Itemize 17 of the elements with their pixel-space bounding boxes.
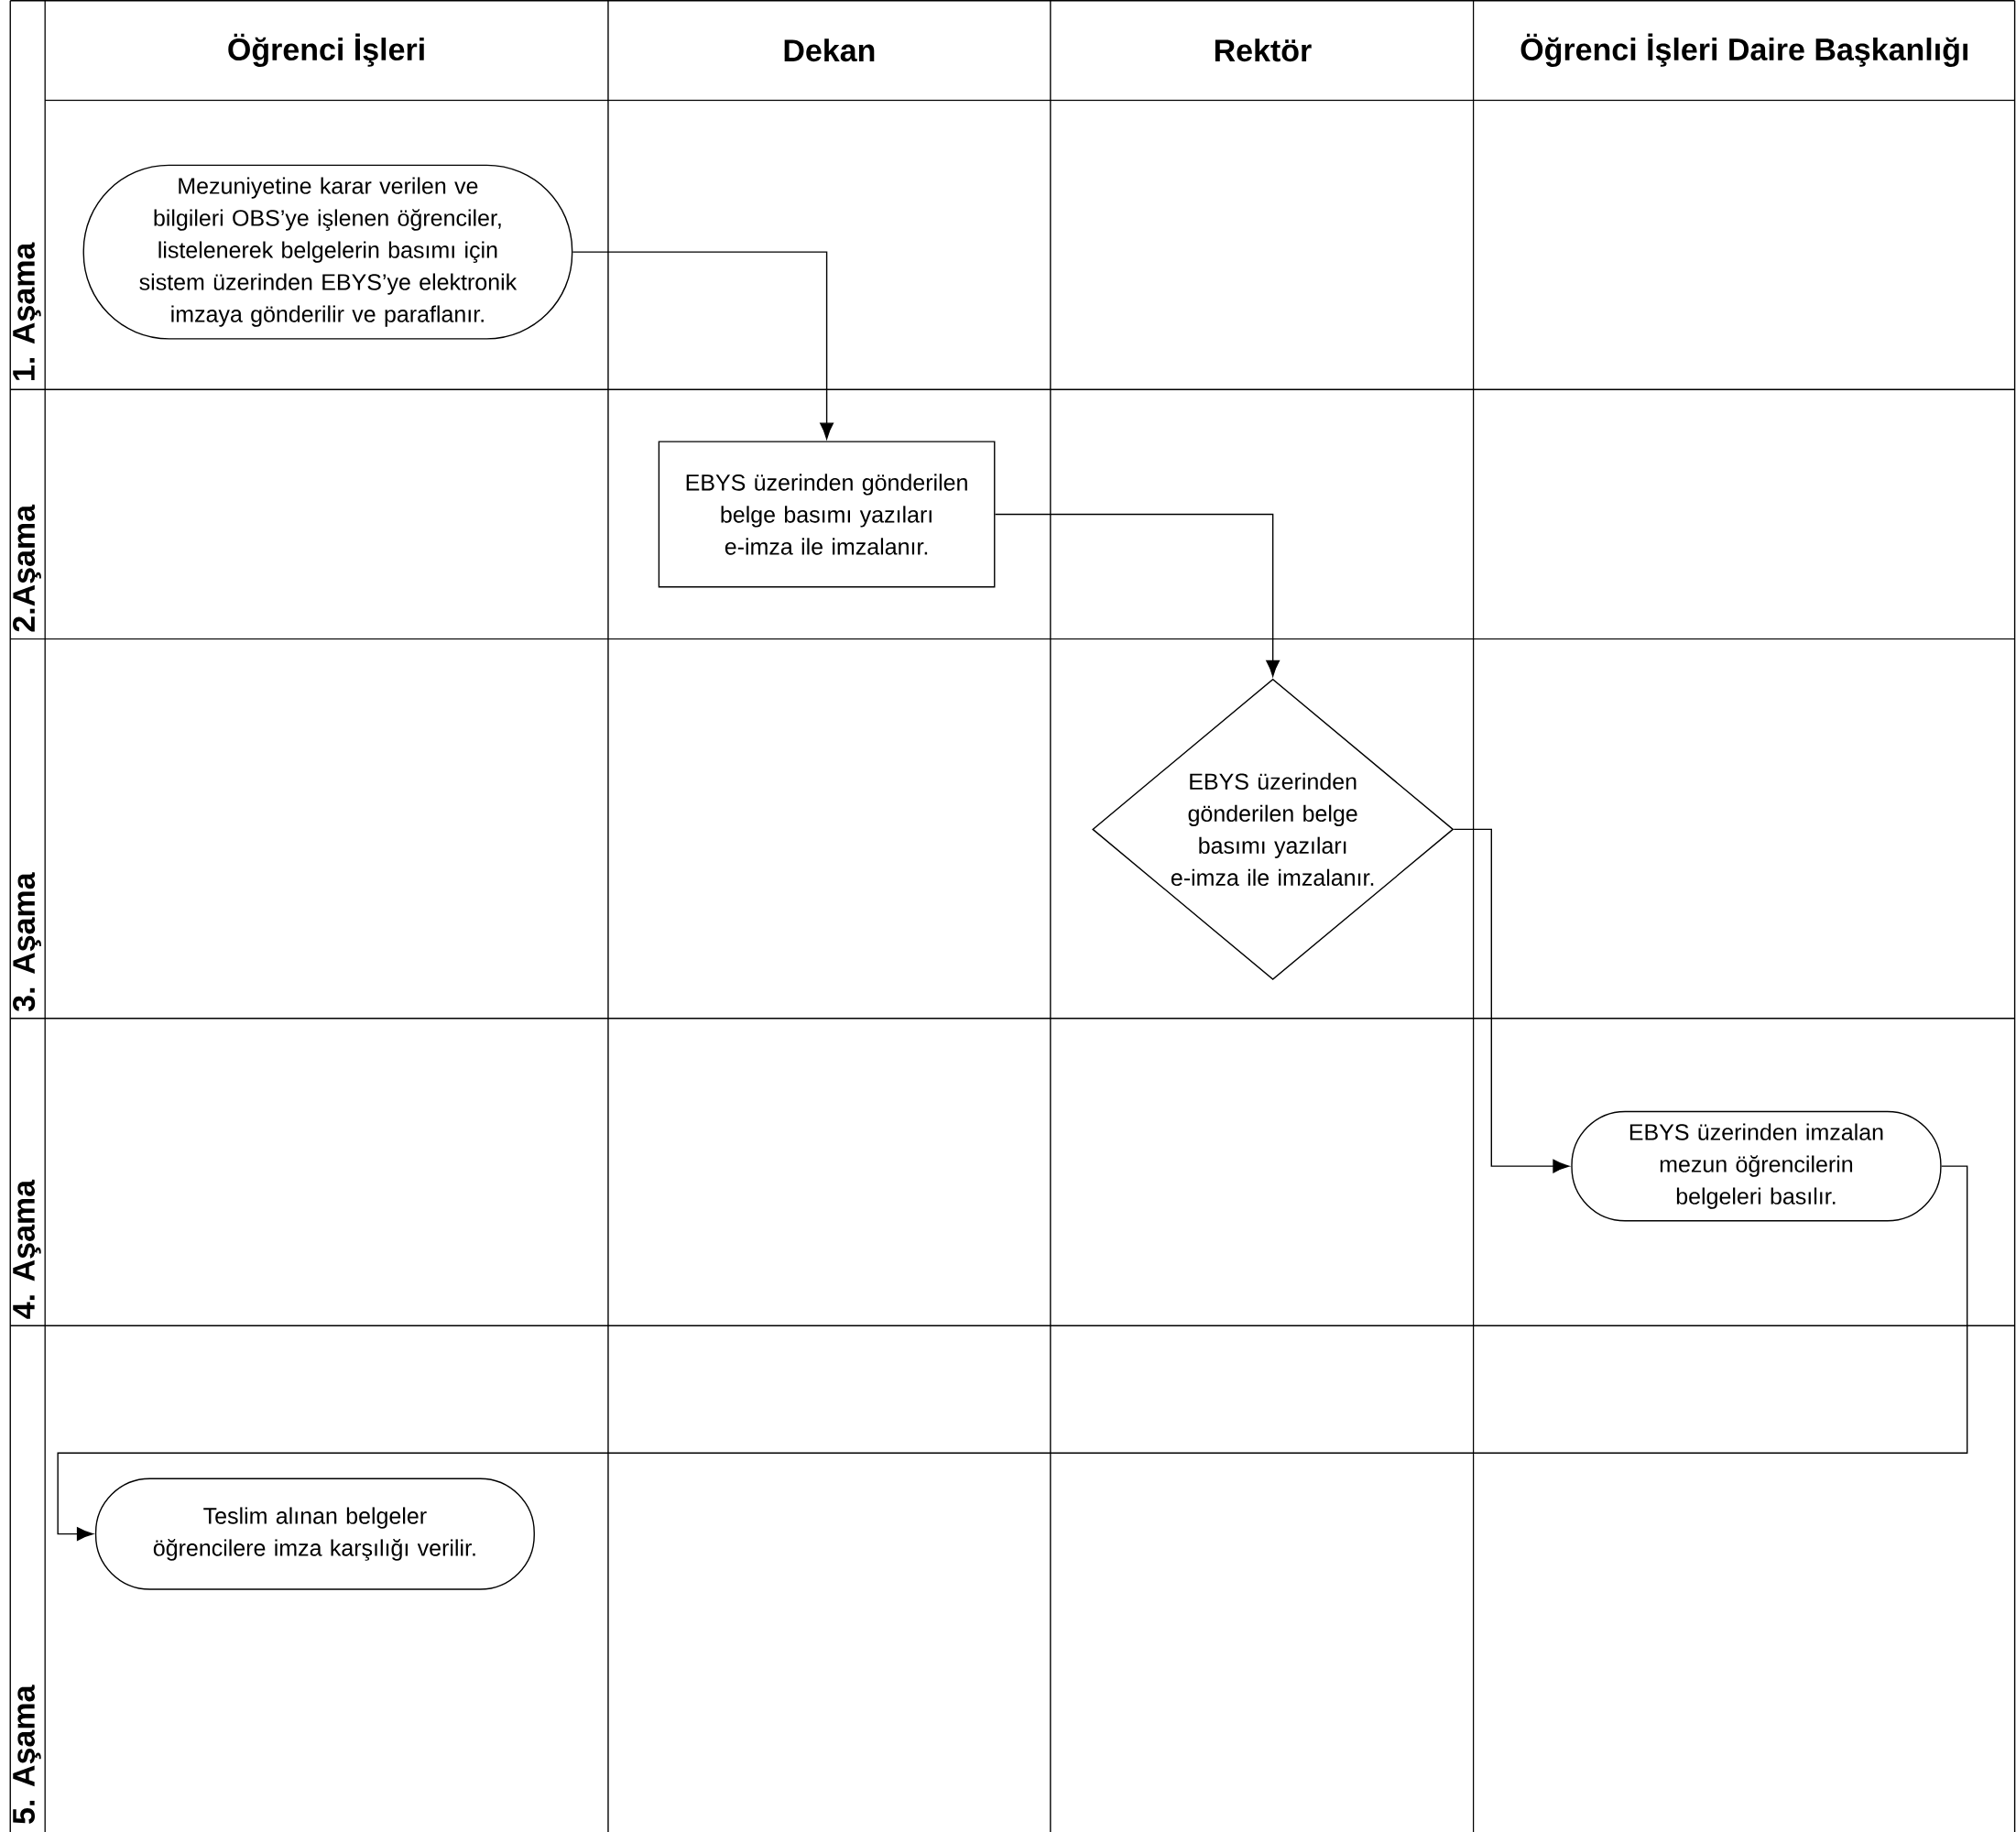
lane-header: Rektör [1215, 38, 1312, 62]
arrow [1453, 828, 1570, 1173]
lane-header: Öğrenci İşleri Daire Başkanlığı [1520, 33, 1967, 67]
arrow [572, 251, 834, 440]
lane-header: Dekan [784, 38, 875, 62]
phase-label: 3. Aşama [13, 872, 41, 1011]
phase-label: 5. Aşama [13, 1685, 41, 1824]
phase-label: 1. Aşama [13, 242, 41, 380]
phase-label: 2.Aşama [13, 504, 41, 632]
arrow [994, 513, 1280, 677]
lane-header: Öğrenci İşleri [228, 33, 424, 67]
terminal-box: EBYS üzerinden imzalan mezun öğrencilerin belgeleri basılır. [1571, 1110, 1942, 1222]
process-box: EBYS üzerinden gönderilen belge basımı yazıları e-imza ile imzalanır. [658, 441, 996, 588]
terminal-box: Teslim alınan belgeler öğrencilere imza karşılığı verilir. [94, 1478, 535, 1590]
phase-label: 4. Aşama [13, 1179, 41, 1319]
arrow [57, 1165, 1968, 1541]
terminal-box: Mezuniyetine karar verilen ve bilgileri OBS’ye işlenen öğrenciler, listelenerek belgelerin basımı için sistem üzerinden EBYS’ye elektronik imzaya gönderilir ve paraflanır. [82, 164, 573, 340]
